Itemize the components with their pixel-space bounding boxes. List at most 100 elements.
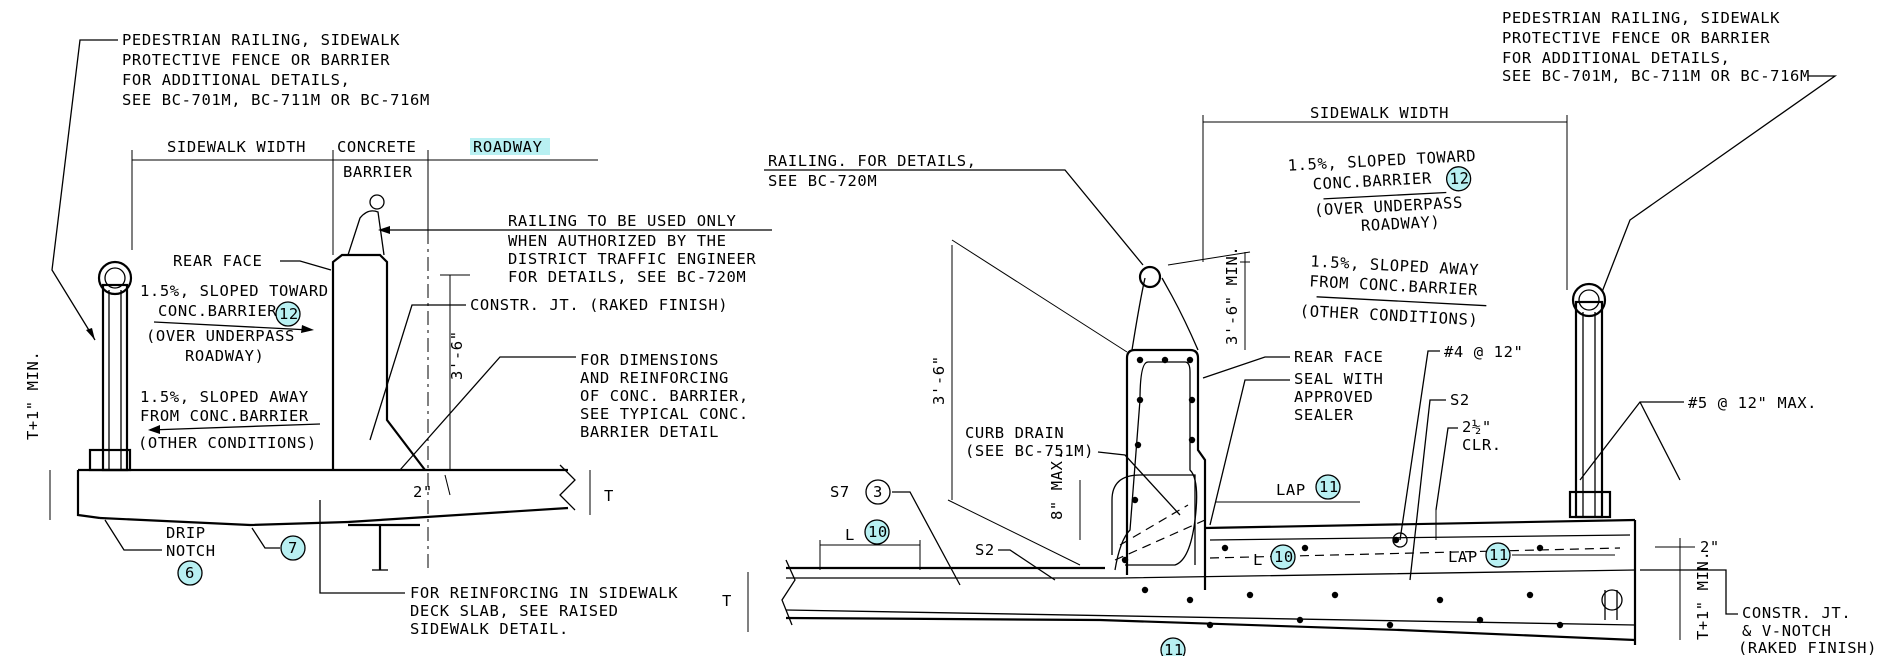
left-railing-note-l2: PROTECTIVE FENCE OR BARRIER — [122, 51, 390, 69]
right-rebar-bot — [785, 609, 1636, 626]
left-t-label: T — [604, 487, 614, 505]
left-tmin-label: T+1" MIN. — [24, 351, 42, 440]
right-sidewalk-width-label: SIDEWALK WIDTH — [1310, 104, 1449, 122]
right-s2-top-leader — [1409, 399, 1446, 581]
right-constr-jt-l2: & V-NOTCH — [1742, 622, 1831, 640]
left-bubble-12 — [275, 301, 301, 327]
right-rear-face-leader — [1202, 356, 1290, 379]
left-reinf-note-l2: DECK SLAB, SEE RAISED — [410, 602, 619, 620]
right-height-ext-bot — [947, 499, 1081, 566]
left-dims-note-l1: FOR DIMENSIONS — [580, 351, 719, 369]
right-s7-label: S7 — [830, 483, 850, 501]
right-2in-label: 2" — [1700, 538, 1720, 556]
left-railing-note-l1: PEDESTRIAN RAILING, SIDEWALK — [122, 31, 400, 49]
right-constr-jt-l3: (RAKED FINISH) — [1738, 639, 1877, 656]
right-railing-details-l2: SEE BC-720M — [768, 172, 877, 190]
left-railing-only-arrow — [378, 226, 390, 234]
left-railing-only-l3: DISTRICT TRAFFIC ENGINEER — [508, 250, 756, 268]
left-barrier-outline — [331, 253, 426, 471]
right-rear-face-label: REAR FACE — [1294, 348, 1383, 366]
right-8in-label: 8" MAX. — [1048, 450, 1066, 520]
left-constr-jt-leader — [369, 304, 466, 441]
right-l10-label: L — [845, 526, 855, 544]
right-seal-l3: SEALER — [1294, 406, 1354, 424]
left-rail-top-inner — [104, 267, 126, 289]
right-s2-left-leader — [998, 549, 1056, 581]
right-over-underpass-l2: ROADWAY) — [1360, 213, 1440, 235]
left-railing-arrowhead — [86, 328, 95, 340]
right-bubble-11a-text: 11 — [1319, 478, 1339, 496]
left-bubble-7-text: 7 — [288, 539, 298, 557]
right-drain-box — [1111, 474, 1196, 565]
left-rear-face-label: REAR FACE — [173, 252, 262, 270]
right-slope-toward-l2: CONC.BARRIER — [1312, 169, 1432, 193]
left-slope-toward-l2: CONC.BARRIER — [158, 302, 277, 320]
left-bubble-12-text: 12 — [279, 305, 299, 323]
right-clr-l1: 2½" — [1462, 418, 1492, 436]
right-railing-details-leader — [764, 169, 1144, 266]
right-bubble-10a-text: 10 — [868, 523, 888, 541]
right-lap-label-a: LAP — [1276, 481, 1306, 499]
right-s2-top-label: S2 — [1450, 391, 1470, 409]
left-railing-bracket — [347, 210, 385, 256]
left-slope-toward-l1: 1.5%, SLOPED TOWARD — [140, 282, 329, 300]
right-rail-mount — [1131, 277, 1199, 351]
left-drip-leader — [104, 519, 162, 551]
right-bubble-3 — [865, 479, 891, 505]
left-dims-leader — [399, 356, 576, 471]
right-curb-drain-leader — [1097, 451, 1181, 516]
right-l10b-label: L — [1253, 551, 1263, 569]
left-railing-note-l4: SEE BC-701M, BC-711M OR BC-716M — [122, 91, 430, 109]
right-railing-leader — [1601, 75, 1838, 293]
right-bubble-11b-text: 11 — [1489, 546, 1509, 564]
left-railing-leader — [51, 39, 118, 341]
left-constr-jt-label: CONSTR. JT. (RAKED FINISH) — [470, 296, 728, 314]
left-railing-head — [369, 194, 385, 210]
left-slope-away-l2: FROM CONC.BARRIER — [140, 407, 309, 425]
right-bubble-3-text: 3 — [873, 483, 883, 501]
left-roadway-highlight — [470, 138, 550, 155]
right-rebar-top — [786, 569, 1636, 579]
right-bubble-11a — [1315, 474, 1341, 500]
right-bubble-11c — [1160, 637, 1186, 661]
right-constr-jt-l1: CONSTR. JT. — [1742, 604, 1851, 622]
right-t-label: T — [722, 592, 732, 610]
left-slope-away-l1: 1.5%, SLOPED AWAY — [140, 388, 309, 406]
left-reinf-note-l3: SIDEWALK DETAIL. — [410, 620, 569, 638]
right-height-ext-top — [951, 239, 1128, 353]
left-dims-note-l4: SEE TYPICAL CONC. — [580, 405, 749, 423]
right-bubble-12 — [1445, 166, 1472, 192]
left-height-label: 3'-6" — [448, 330, 466, 380]
left-reinf-leader — [319, 500, 405, 594]
right-railing-note-l4: SEE BC-701M, BC-711M OR BC-716M — [1502, 67, 1810, 85]
right-barrier-outline — [1125, 348, 1207, 590]
left-rail-top-outer — [97, 260, 133, 296]
left-rail-post — [101, 283, 129, 472]
left-railing-note-l3: FOR ADDITIONAL DETAILS, — [122, 71, 350, 89]
left-drip-label: DRIP — [166, 524, 206, 542]
right-clr-l2: CLR. — [1462, 436, 1502, 454]
right-detail: PEDESTRIAN RAILING, SIDEWALK PROTECTIVE … — [722, 9, 1877, 661]
right-bubble-11b — [1485, 542, 1511, 568]
right-bar5-leader-b — [1639, 401, 1681, 481]
left-bubble-7 — [280, 535, 306, 561]
right-bubble-10b — [1270, 544, 1296, 570]
left-railing-only-l2: WHEN AUTHORIZED BY THE — [508, 232, 727, 250]
left-roadway-label: ROADWAY — [473, 138, 543, 156]
left-slope-away-arrow — [149, 423, 321, 431]
right-barrier-rebar-dots — [1121, 356, 1196, 564]
left-notch-label: NOTCH — [166, 542, 216, 560]
right-rail-top-outer — [1571, 282, 1607, 318]
right-sidewalk-rebar — [1209, 534, 1631, 541]
left-rail-base — [88, 448, 132, 472]
right-seal-l1: SEAL WITH — [1294, 370, 1383, 388]
right-s7-leader — [892, 491, 961, 586]
right-s2-left-label: S2 — [975, 541, 995, 559]
right-bubble-10a — [864, 519, 890, 545]
right-seal-leader — [1209, 379, 1290, 526]
left-over-underpass-l1: (OVER UNDERPASS — [146, 327, 295, 345]
left-bubble-6-text: 6 — [185, 564, 195, 582]
right-railing-note-l1: PEDESTRIAN RAILING, SIDEWALK — [1502, 9, 1780, 27]
right-tmin-label: T+1" MIN. — [1694, 551, 1712, 640]
